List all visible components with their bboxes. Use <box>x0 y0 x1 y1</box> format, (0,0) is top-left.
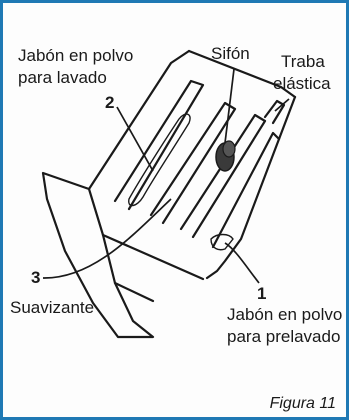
label-latch-line1: Traba <box>281 52 325 71</box>
label-latch-line2: elástica <box>273 74 331 93</box>
drawer-front-panel <box>41 171 155 339</box>
number-2: 2 <box>105 93 115 112</box>
wash-compartment-trough <box>128 113 191 207</box>
drawer-outer-left-wall <box>87 49 191 191</box>
label-softener: Suavizante <box>10 298 95 317</box>
divider-right <box>179 113 267 239</box>
number-3: 3 <box>31 268 41 287</box>
detergent-drawer-illustration <box>41 49 297 339</box>
latch-clip <box>263 99 286 125</box>
label-powder-wash-line1: Jabón en polvo <box>18 46 134 65</box>
figure-caption: Figura 11 <box>269 395 336 412</box>
divider-prewash <box>211 131 281 249</box>
label-powder-prewash-line2: para prelavado <box>227 327 341 346</box>
prewash-slot <box>210 233 234 251</box>
label-siphon: Sifón <box>211 44 250 63</box>
drawer-bottom-edge <box>101 233 205 303</box>
drawer-outer-right-wall <box>205 95 297 280</box>
leader-latch <box>274 98 290 112</box>
number-1: 1 <box>257 284 267 303</box>
siphon-cap-top <box>222 140 236 158</box>
drawer-rear-edge <box>187 49 297 99</box>
label-powder-prewash-line1: Jabón en polvo <box>227 305 343 324</box>
leader-siphon <box>224 68 235 144</box>
leader-wash <box>116 106 154 172</box>
label-powder-wash-line2: para lavado <box>18 68 107 87</box>
leader-prewash <box>224 242 260 284</box>
divider-main <box>113 79 205 211</box>
leader-softener <box>42 198 172 279</box>
